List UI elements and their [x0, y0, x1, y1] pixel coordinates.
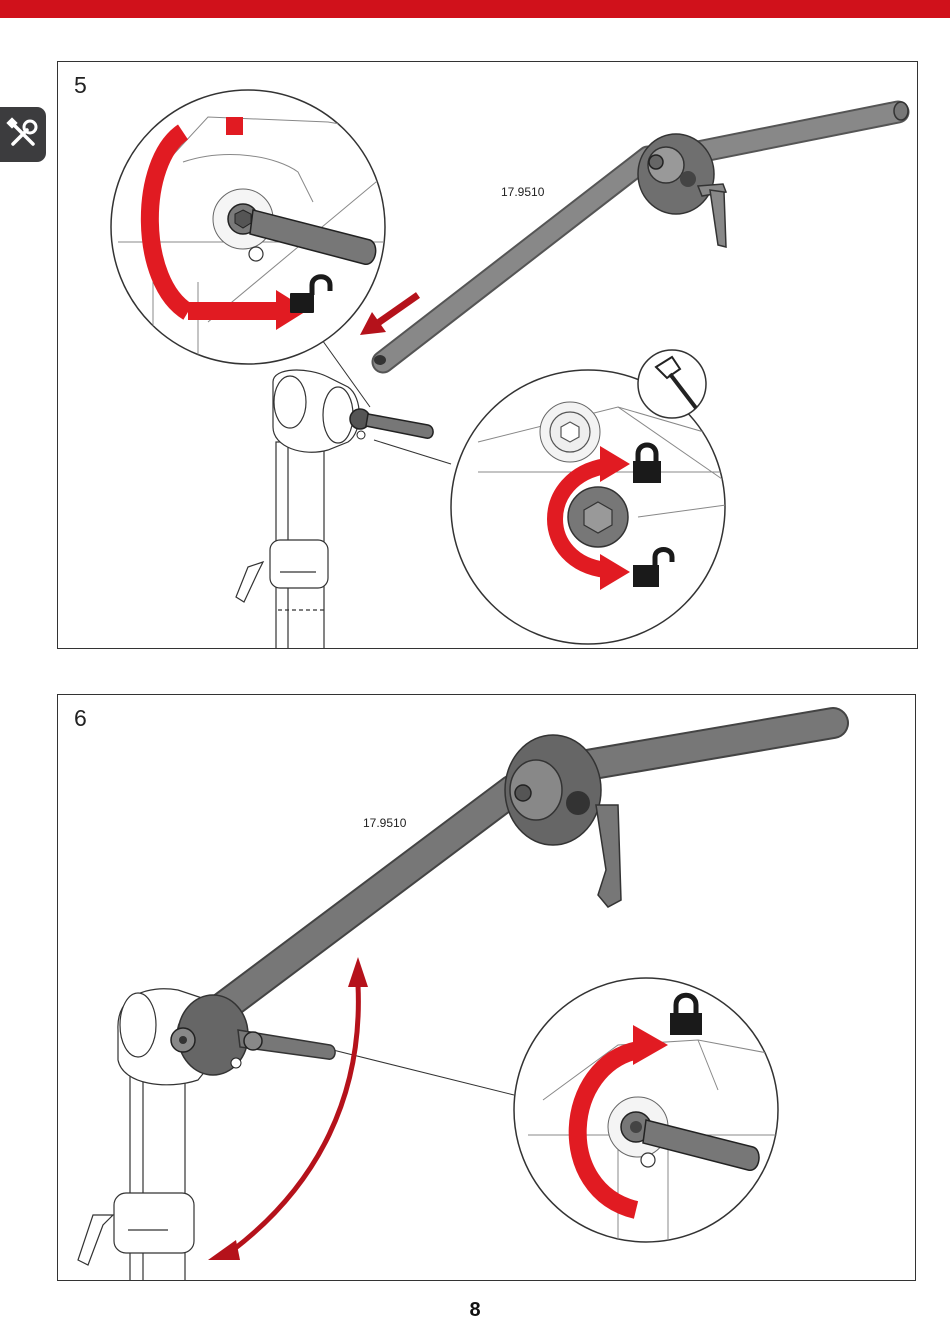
step-5-illustration — [58, 62, 918, 649]
post-assembly — [236, 370, 359, 649]
arm-pole — [374, 102, 908, 365]
step-6-illustration — [58, 695, 916, 1281]
detail-unlock-lever — [111, 90, 388, 364]
joint-lever — [350, 409, 433, 439]
page-number: 8 — [0, 1299, 950, 1322]
tools-icon — [5, 116, 41, 152]
detail-lock-bolt — [451, 370, 748, 644]
step-5-panel: 5 17.9510 — [57, 61, 918, 649]
joint-lever — [171, 995, 335, 1075]
top-accent-bar — [0, 0, 950, 18]
tools-tab — [0, 107, 46, 162]
allen-key-icon — [638, 350, 706, 418]
detail-lock-lever — [514, 978, 778, 1243]
step-6-panel: 6 17.9510 — [57, 694, 916, 1281]
